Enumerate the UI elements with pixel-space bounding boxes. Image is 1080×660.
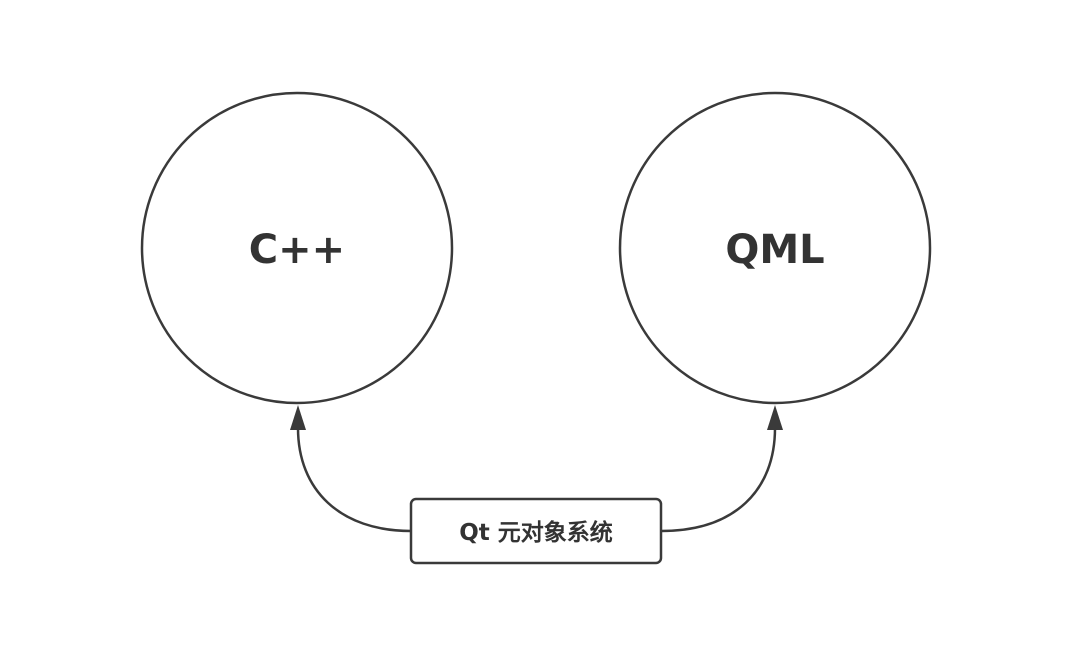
center-box-rect [409,497,663,565]
edge-to-cpp-curve [296,427,412,533]
center-box-label: Qt 元对象系统 [459,519,613,546]
edge-to-cpp [290,405,412,533]
center-box[interactable]: Qt 元对象系统 [409,497,663,565]
qml-node[interactable]: QML [618,91,932,405]
cpp-circle [140,91,454,405]
edge-to-qml-curve [660,427,777,533]
arrowhead-up-icon [290,405,306,430]
edge-to-qml [660,405,783,533]
qml-circle [618,91,932,405]
cpp-node[interactable]: C++ [140,91,454,405]
qml-label: QML [725,227,824,273]
cpp-label: C++ [249,227,345,273]
arrowhead-up-icon [767,405,783,430]
